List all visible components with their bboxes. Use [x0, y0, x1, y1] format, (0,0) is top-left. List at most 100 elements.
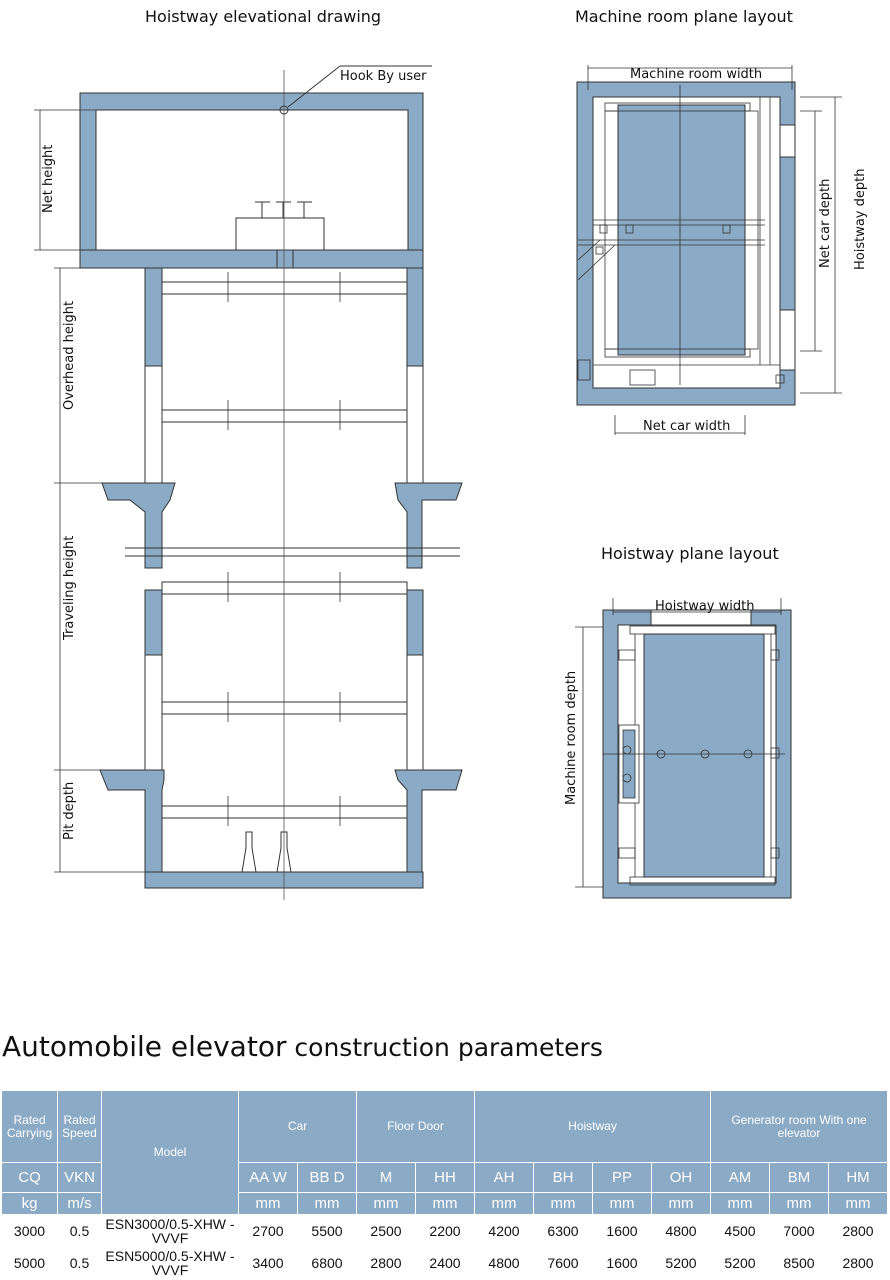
- header-rated-speed: Rated Speed: [57, 1090, 102, 1163]
- unit-mm: mm: [710, 1192, 770, 1215]
- car-platform-plan: [617, 104, 746, 356]
- machine-room-title: Machine room plane layout: [575, 7, 793, 26]
- machine-room-width-label: Machine room width: [630, 67, 762, 82]
- left-floor-bracket-1: [101, 482, 176, 569]
- cell-m: 2500: [356, 1214, 416, 1247]
- cell-hh: 2200: [415, 1214, 475, 1247]
- code-m: M: [356, 1162, 416, 1193]
- hook-leader: [287, 65, 341, 108]
- car-platform-hoistway: [643, 633, 765, 878]
- cell-carrying: 5000: [1, 1246, 58, 1279]
- cell-bh: 7600: [533, 1246, 593, 1279]
- cell-hh: 2400: [415, 1246, 475, 1279]
- machine-room-plan: Machine room width Net car depth Hoistwa…: [576, 65, 868, 435]
- right-wall-upper: [406, 267, 424, 367]
- header-rated-carrying: Rated Carrying: [1, 1090, 58, 1163]
- traveling-height-label: Traveling height: [62, 536, 77, 641]
- cell-ah: 4800: [474, 1246, 534, 1279]
- cell-am: 4500: [710, 1214, 770, 1247]
- cell-aaw: 3400: [238, 1246, 298, 1279]
- traction-machine: [235, 217, 325, 251]
- code-bm: BM: [769, 1162, 829, 1193]
- cell-bbd: 5500: [297, 1214, 357, 1247]
- unit-kg: kg: [1, 1192, 58, 1215]
- cell-oh: 4800: [651, 1214, 711, 1247]
- code-aaw: AA W: [238, 1162, 298, 1193]
- code-bh: BH: [533, 1162, 593, 1193]
- overhead-height-label: Overhead height: [62, 301, 77, 410]
- header-floor-door: Floor Door: [356, 1090, 475, 1163]
- section-title: Automobile elevator construction paramet…: [2, 1030, 603, 1063]
- net-car-width-label: Net car width: [643, 419, 730, 434]
- cell-oh: 5200: [651, 1246, 711, 1279]
- unit-mm: mm: [592, 1192, 652, 1215]
- cell-model: ESN3000/0.5-XHW -VVVF: [101, 1214, 239, 1247]
- top-slab-right: [292, 249, 424, 269]
- buffer-right: [276, 831, 292, 873]
- right-wall-mid: [406, 589, 424, 656]
- unit-mm: mm: [297, 1192, 357, 1215]
- header-model: Model: [101, 1090, 239, 1215]
- code-oh: OH: [651, 1162, 711, 1193]
- machine-room-walls: [79, 92, 424, 269]
- buffer-left: [241, 831, 257, 873]
- code-bbd: BB D: [297, 1162, 357, 1193]
- cell-bbd: 6800: [297, 1246, 357, 1279]
- machine-room-depth-label: Machine room depth: [564, 671, 579, 805]
- cell-carrying: 3000: [1, 1214, 58, 1247]
- hoistway-plane-title: Hoistway plane layout: [601, 544, 779, 563]
- code-vkn: VKN: [57, 1162, 102, 1193]
- hook-label: Hook By user: [340, 69, 427, 84]
- cell-model: ESN5000/0.5-XHW -VVVF: [101, 1246, 239, 1279]
- unit-ms: m/s: [57, 1192, 102, 1215]
- slab-opening: [276, 249, 294, 269]
- section-title-rest: construction parameters: [286, 1033, 603, 1062]
- cell-ah: 4200: [474, 1214, 534, 1247]
- unit-mm: mm: [769, 1192, 829, 1215]
- net-height-label: Net height: [41, 145, 56, 213]
- cell-bm: 8500: [769, 1246, 829, 1279]
- cell-m: 2800: [356, 1246, 416, 1279]
- unit-mm: mm: [533, 1192, 593, 1215]
- parameters-table: Rated Carrying Rated Speed Model Car Flo…: [1, 1090, 889, 1279]
- cell-hm: 2800: [827, 1246, 889, 1279]
- code-hh: HH: [415, 1162, 475, 1193]
- unit-mm: mm: [651, 1192, 711, 1215]
- code-cq: CQ: [1, 1162, 58, 1193]
- unit-mm: mm: [415, 1192, 475, 1215]
- unit-mm: mm: [356, 1192, 416, 1215]
- cell-pp: 1600: [592, 1214, 652, 1247]
- code-hm: HM: [827, 1162, 889, 1193]
- unit-mm: mm: [827, 1192, 889, 1215]
- cell-aaw: 2700: [238, 1214, 298, 1247]
- hoistway-width-label: Hoistway width: [655, 599, 754, 614]
- cell-hm: 2800: [827, 1214, 889, 1247]
- code-am: AM: [710, 1162, 770, 1193]
- pit-depth-label: Pit depth: [62, 782, 77, 840]
- cell-am: 5200: [710, 1246, 770, 1279]
- hoistway-plan: Hoistway width Machine room depth: [564, 598, 792, 899]
- unit-mm: mm: [238, 1192, 298, 1215]
- top-slab-left: [79, 249, 278, 269]
- right-floor-bracket-1: [394, 482, 463, 569]
- table-row: 3000 0.5 ESN3000/0.5-XHW -VVVF 2700 5500…: [1, 1214, 889, 1247]
- header-car: Car: [238, 1090, 357, 1163]
- cell-speed: 0.5: [57, 1214, 102, 1247]
- code-ah: AH: [474, 1162, 534, 1193]
- unit-mm: mm: [474, 1192, 534, 1215]
- cell-bh: 6300: [533, 1214, 593, 1247]
- left-floor-bracket-2: [99, 769, 165, 889]
- net-car-depth-label: Net car depth: [818, 179, 833, 268]
- code-pp: PP: [592, 1162, 652, 1193]
- hoistway-depth-label: Hoistway depth: [853, 169, 868, 270]
- cell-bm: 7000: [769, 1214, 829, 1247]
- right-floor-bracket-2: [394, 769, 463, 889]
- hook-circle: [279, 105, 289, 115]
- section-title-main: Automobile elevator: [2, 1030, 287, 1063]
- machine-room-walls-plan: [576, 81, 796, 406]
- cell-pp: 1600: [592, 1246, 652, 1279]
- elevation-title: Hoistway elevational drawing: [145, 7, 382, 26]
- left-wall-upper: [144, 267, 163, 367]
- left-wall-mid: [144, 589, 163, 656]
